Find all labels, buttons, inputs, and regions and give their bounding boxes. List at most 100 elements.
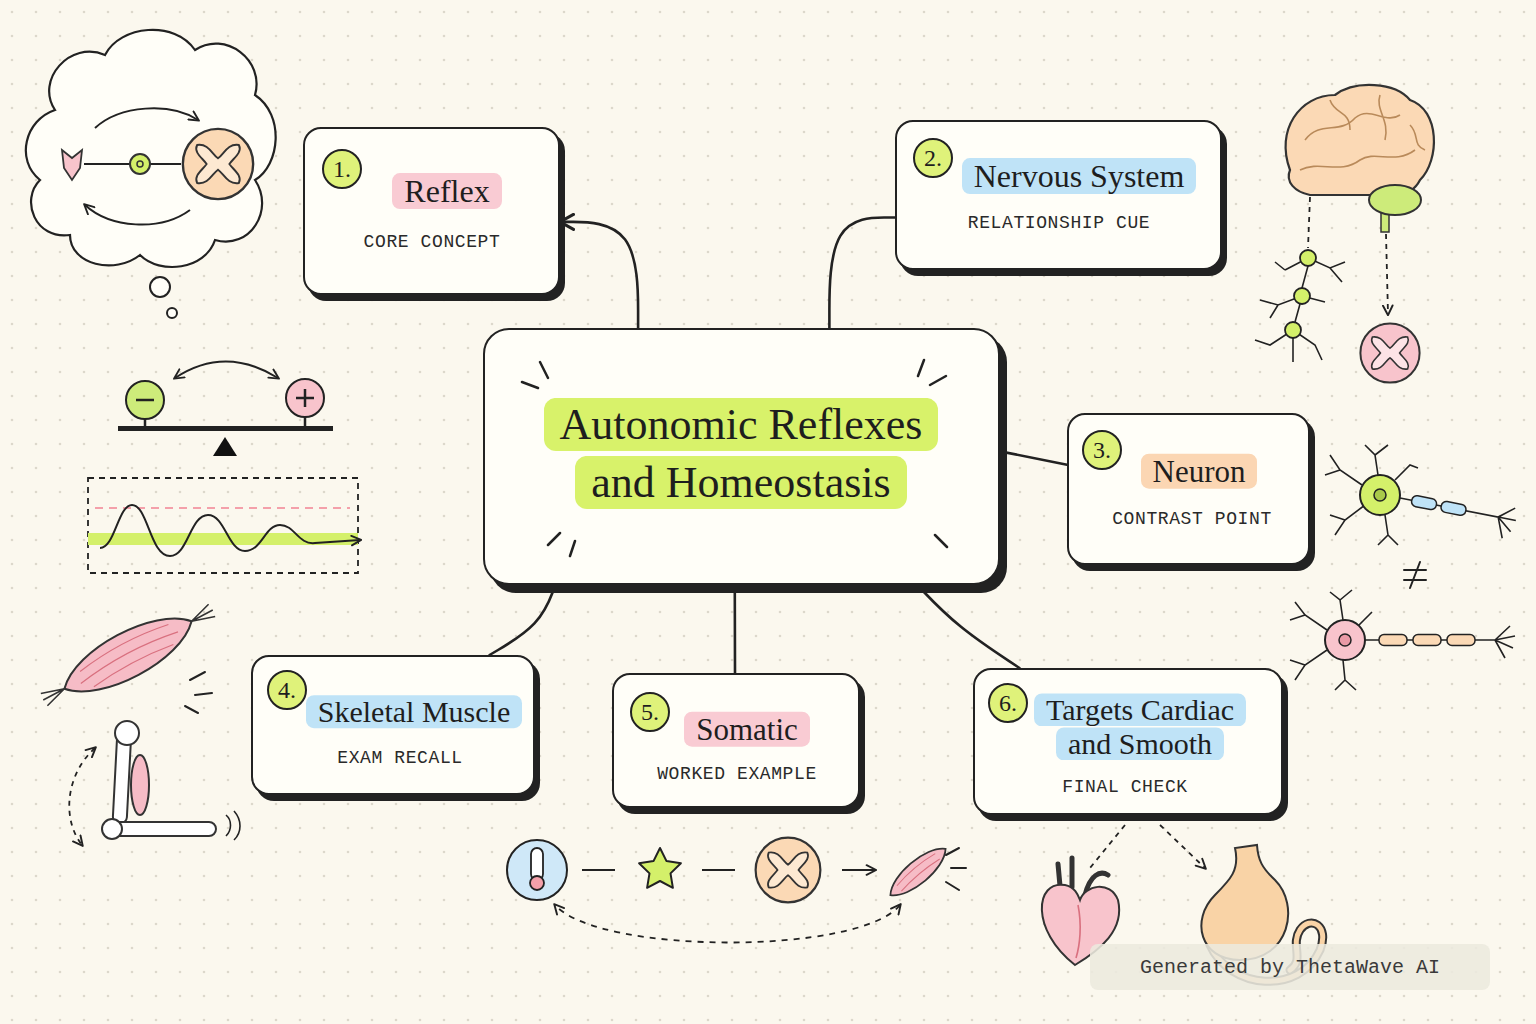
node-title: Targets Cardiac and Smooth <box>1034 693 1246 760</box>
title-wrap: Neuron <box>1099 455 1299 490</box>
callout-number: 6. <box>988 683 1028 723</box>
arm-symbol <box>69 721 240 845</box>
arc-arrow <box>85 205 190 225</box>
upper-arm-bone <box>113 735 132 824</box>
myelin-segment <box>1440 501 1467 517</box>
minus-circle <box>126 381 164 419</box>
callout-number: 3. <box>1082 430 1122 470</box>
concept-box: Targets Cardiac and SmoothFINAL CHECK 6. <box>973 668 1283 815</box>
node-subtitle: CORE CONCEPT <box>364 232 501 252</box>
myelin-segment <box>1411 495 1438 511</box>
muscle-belly <box>54 601 202 708</box>
concept-box: Skeletal MuscleEXAM RECALL 4. <box>251 655 535 795</box>
setpoint-graph <box>88 478 360 573</box>
callout-number-text: 6. <box>999 690 1017 717</box>
thermometer-bulb <box>530 876 544 890</box>
motion-arcs <box>226 811 240 840</box>
node-title: Skeletal Muscle <box>306 695 522 728</box>
plus-circle <box>286 379 324 417</box>
node-title: Neuron <box>1141 454 1258 489</box>
motion-marks <box>946 848 966 890</box>
feedback-arrow <box>555 905 900 943</box>
callout-number: 4. <box>267 670 307 710</box>
swing-arrow <box>175 362 278 379</box>
flow-arrow <box>582 869 875 871</box>
fulcrum <box>213 437 237 456</box>
dendrites <box>1325 445 1418 545</box>
axon <box>1365 626 1515 658</box>
ganglion-core <box>137 161 143 167</box>
axon-line <box>1365 626 1515 658</box>
title-wrap: Skeletal Muscle <box>289 695 539 729</box>
receptor-symbol <box>62 150 82 180</box>
neuron-nucleus <box>1339 634 1351 646</box>
limit-line <box>95 507 350 509</box>
concept-box: Nervous SystemRELATIONSHIP CUE 2. <box>895 120 1222 270</box>
motion-marks <box>185 672 212 713</box>
node-subtitle: CONTRAST POINT <box>1112 509 1272 529</box>
callout-number-text: 1. <box>333 156 351 183</box>
biceps <box>131 755 149 815</box>
connector <box>1000 451 1067 464</box>
not-equal-symbol <box>1404 562 1426 588</box>
spinal-cord-symbol <box>1360 323 1419 382</box>
muscle-symbol <box>33 590 224 720</box>
title-wrap: Targets Cardiac and Smooth <box>1025 693 1255 760</box>
thought-cloud <box>26 30 276 267</box>
concept-box: NeuronCONTRAST POINT 3. <box>1067 413 1310 565</box>
node-title: Autonomic Reflexes and Homeostasis <box>544 398 939 509</box>
oscillation-wave <box>100 505 360 556</box>
myelin-segment <box>1447 635 1475 646</box>
node-subtitle: WORKED EXAMPLE <box>657 764 817 784</box>
brain-gyri <box>1300 95 1425 170</box>
network-node <box>1300 250 1316 266</box>
watermark: Generated by ThetaWave AI <box>1090 944 1490 990</box>
node-title: Somatic <box>684 712 810 747</box>
plus-sign <box>296 389 314 407</box>
thought-bubble <box>150 277 170 297</box>
node-title: Reflex <box>392 173 501 209</box>
node-subtitle: EXAM RECALL <box>337 748 462 768</box>
axon-line <box>1396 486 1518 540</box>
spinal-cord-symbol <box>183 129 253 199</box>
network-node <box>1285 322 1301 338</box>
callout-number-text: 5. <box>641 699 659 726</box>
minus-sign <box>136 399 154 402</box>
reflex-flow <box>507 838 966 943</box>
network-node <box>1294 288 1310 304</box>
dashed-link <box>1308 197 1310 248</box>
motion-arrow <box>69 748 95 845</box>
neuron-soma <box>1325 620 1365 660</box>
connector <box>917 585 1019 668</box>
dendrites <box>1290 590 1372 690</box>
reflex-arc-cloud <box>26 30 276 318</box>
callout-number-text: 2. <box>924 145 942 172</box>
forearm-bone <box>108 822 216 836</box>
callout-number-text: 4. <box>278 677 296 704</box>
ganglion-symbol <box>130 154 150 174</box>
brain-network <box>1255 85 1434 383</box>
connector <box>560 222 638 328</box>
muscle-striation <box>74 618 183 691</box>
title-wrap: Autonomic Reflexes and Homeostasis <box>526 396 956 512</box>
node-subtitle: FINAL CHECK <box>1062 777 1187 797</box>
shoulder-joint <box>115 721 139 745</box>
balance-bar <box>118 426 333 431</box>
concept-box: ReflexCORE CONCEPT 1. <box>303 127 560 295</box>
network-branches <box>1255 258 1345 362</box>
brain-symbol <box>1286 85 1434 198</box>
dashed-arrow <box>1386 234 1388 314</box>
arc-arrow <box>95 108 198 128</box>
callout-number-text: 3. <box>1093 437 1111 464</box>
stomach-symbol <box>1201 845 1288 960</box>
node-title: Nervous System <box>962 158 1197 194</box>
node-subtitle: RELATIONSHIP CUE <box>968 213 1150 233</box>
stimulus-star <box>639 848 681 888</box>
spinal-cord-symbol <box>756 838 821 903</box>
target-arrow <box>1090 825 1205 868</box>
callout-number: 2. <box>913 138 953 178</box>
concept-box: SomaticWORKED EXAMPLE 5. <box>612 673 860 808</box>
title-wrap: Nervous System <box>934 159 1224 195</box>
muscle-belly <box>883 840 953 904</box>
